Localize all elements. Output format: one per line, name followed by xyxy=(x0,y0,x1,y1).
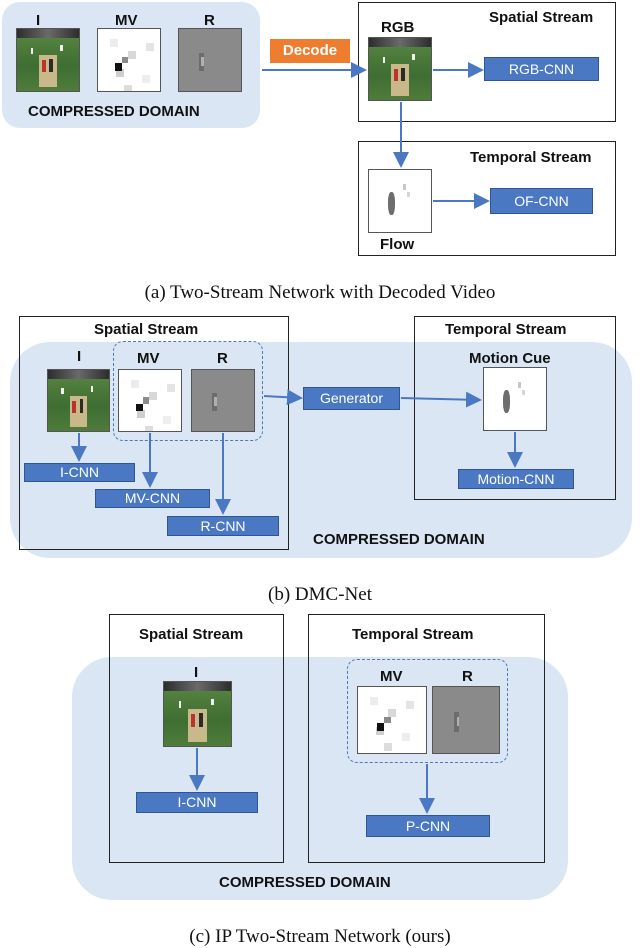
rgb-label: RGB xyxy=(381,19,415,36)
compressed-domain-label-b: COMPRESSED DOMAIN xyxy=(313,531,485,548)
motion-cnn-box: Motion-CNN xyxy=(458,469,574,489)
mv-cnn-box: MV-CNN xyxy=(95,489,210,508)
caption-b: (b) DMC-Net xyxy=(268,584,372,605)
flow-label: Flow xyxy=(380,236,415,253)
mv-frame-image-b xyxy=(118,369,182,432)
label-r-a: R xyxy=(204,12,215,29)
temporal-stream-title-c: Temporal Stream xyxy=(352,626,474,643)
label-r-b: R xyxy=(217,350,228,367)
arrow-generator-to-motioncue xyxy=(400,391,482,408)
i-cnn-box-b: I-CNN xyxy=(24,463,135,482)
p-cnn-box: P-CNN xyxy=(366,815,490,837)
mv-frame-image-a xyxy=(97,28,161,92)
label-mv-c: MV xyxy=(380,668,403,685)
caption-c: (c) IP Two-Stream Network (ours) xyxy=(189,926,451,947)
rgb-frame-image xyxy=(368,37,432,101)
r-frame-image-b xyxy=(191,369,255,432)
spatial-stream-title-b: Spatial Stream xyxy=(94,321,199,338)
label-mv-b: MV xyxy=(137,350,160,367)
decode-box: Decode xyxy=(270,39,350,63)
flow-frame-image xyxy=(368,169,432,233)
rgb-cnn-box: RGB-CNN xyxy=(484,57,599,81)
mv-r-group-b xyxy=(113,341,263,441)
i-frame-image-a xyxy=(16,28,80,92)
label-r-c: R xyxy=(462,668,473,685)
r-cnn-box: R-CNN xyxy=(167,516,279,536)
temporal-stream-title-b: Temporal Stream xyxy=(445,321,567,338)
spatial-stream-box-c xyxy=(109,614,284,863)
label-i-b: I xyxy=(77,348,82,365)
i-cnn-box-c: I-CNN xyxy=(136,792,258,813)
r-frame-image-c xyxy=(432,686,500,754)
motion-cue-label: Motion Cue xyxy=(469,350,551,367)
temporal-stream-box-a xyxy=(358,141,616,256)
label-mv-a: MV xyxy=(115,12,138,29)
motion-cue-image xyxy=(483,367,547,431)
arrow-group-to-generator xyxy=(263,389,303,406)
generator-box: Generator xyxy=(303,387,400,410)
temporal-stream-title-a: Temporal Stream xyxy=(470,149,592,166)
mv-r-group-c xyxy=(347,659,508,763)
spatial-stream-box-b xyxy=(19,316,289,550)
r-frame-image-a xyxy=(178,28,242,92)
temporal-stream-box-c xyxy=(308,614,545,863)
caption-a: (a) Two-Stream Network with Decoded Vide… xyxy=(144,282,496,303)
label-i-a: I xyxy=(36,12,41,29)
temporal-stream-box-b xyxy=(414,316,616,500)
mv-frame-image-c xyxy=(357,686,427,754)
i-frame-image-b xyxy=(47,369,110,432)
of-cnn-box: OF-CNN xyxy=(490,188,593,214)
compressed-domain-label-c: COMPRESSED DOMAIN xyxy=(219,874,391,891)
i-frame-image-c xyxy=(163,681,232,747)
label-i-c: I xyxy=(194,664,199,681)
compressed-domain-label-a: COMPRESSED DOMAIN xyxy=(28,103,200,120)
spatial-stream-title-c: Spatial Stream xyxy=(139,626,244,643)
spatial-stream-title-a: Spatial Stream xyxy=(489,9,594,26)
